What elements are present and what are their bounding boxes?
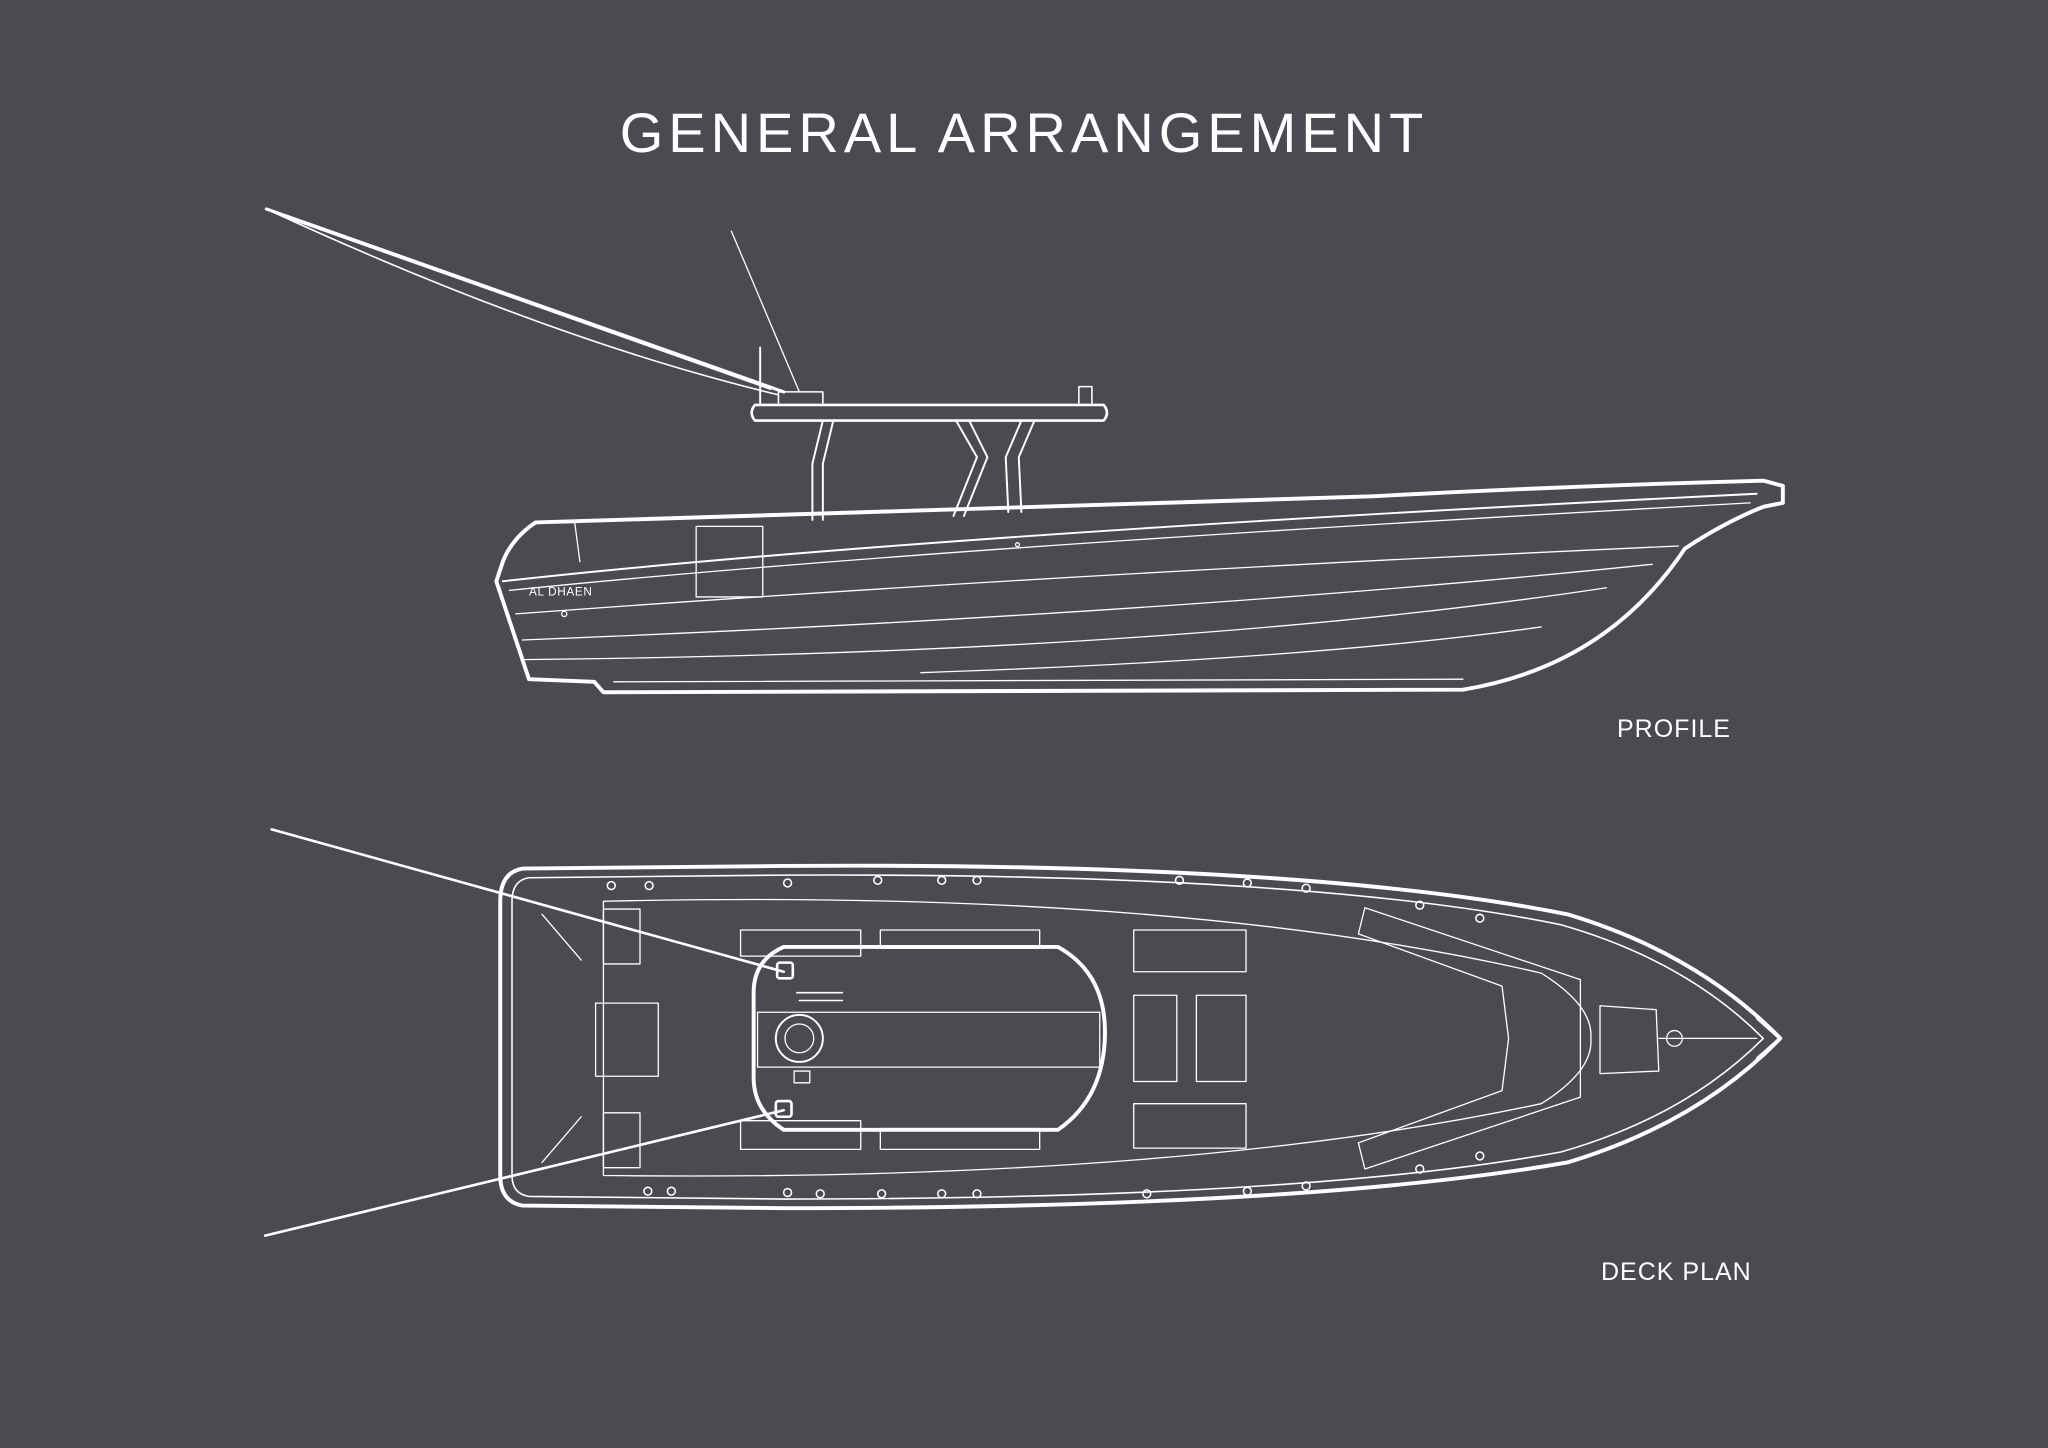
drawing-title: GENERAL ARRANGEMENT [619, 101, 1429, 164]
deck-plan-view [263, 828, 1783, 1237]
profile-view-label: PROFILE [1617, 715, 1731, 743]
profile-view: AL DHAEN [264, 207, 1785, 695]
outrigger-lines [263, 828, 795, 1237]
hull-profile [494, 478, 1785, 695]
hull-logo: AL DHAEN [529, 586, 593, 599]
antenna [730, 230, 800, 393]
hatches [541, 908, 1247, 1169]
hull-deck [498, 863, 1783, 1211]
console [751, 944, 1107, 1132]
rod-holders [606, 875, 1485, 1199]
t-top [750, 346, 1109, 521]
outrigger [264, 207, 786, 396]
deck-plan-view-label: DECK PLAN [1601, 1258, 1752, 1286]
